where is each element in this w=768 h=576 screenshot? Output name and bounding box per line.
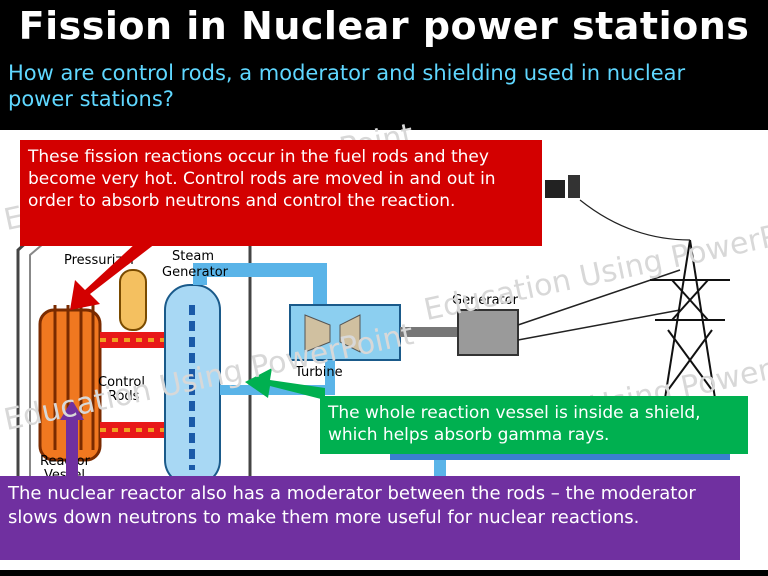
steam-generator-label-2: Generator	[162, 265, 229, 280]
red-arrow	[70, 230, 160, 310]
turbine-label: Turbine	[294, 365, 343, 380]
generator	[457, 309, 519, 356]
control-rods-label-2: Rods	[108, 389, 140, 404]
town-icon	[545, 180, 565, 198]
pressurizer-tank	[119, 269, 147, 331]
slide-question: How are control rods, a moderator and sh…	[8, 61, 686, 111]
steam-generator-label-1: Steam	[172, 249, 214, 264]
fuel-rods-callout: These fission reactions occur in the fue…	[20, 140, 542, 246]
reactor-vessel-label-1: Reactor	[40, 454, 91, 469]
shield-callout: The whole reaction vessel is inside a sh…	[320, 396, 748, 454]
slide-title: Fission in Nuclear power stations	[18, 4, 750, 48]
purple-arrow	[60, 400, 84, 476]
steam-line	[193, 263, 327, 310]
generator-label: Generator	[452, 293, 519, 308]
green-arrow	[245, 368, 325, 400]
moderator-callout: The nuclear reactor also has a moderator…	[0, 476, 740, 560]
control-rods-label-1: Control	[98, 375, 145, 390]
